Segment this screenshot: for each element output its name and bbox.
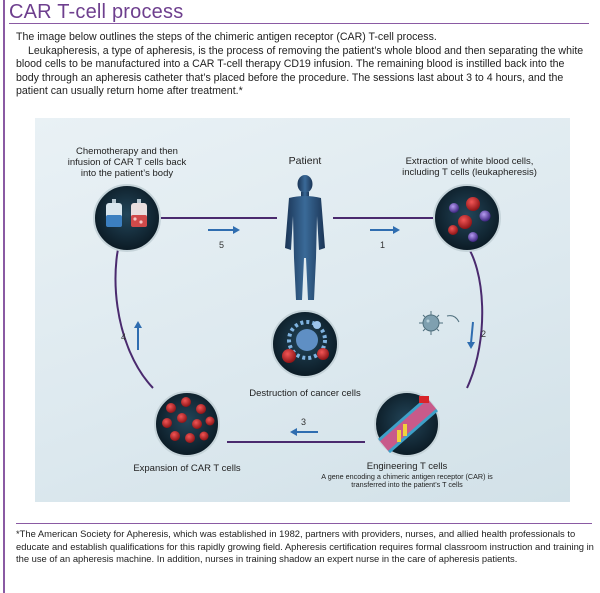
infusion-node [93,184,161,252]
extraction-node [433,184,501,252]
footnote-text: *The American Society for Apheresis, whi… [16,528,594,565]
arrow-5 [208,226,240,234]
step-number-2: 2 [481,329,486,339]
car-t-process-diagram: 5 1 2 3 4 Chemotherapy and then infusion… [35,118,570,502]
step-number-4: 4 [121,332,126,342]
patient-figure [285,175,325,300]
virus-icon [419,311,460,335]
step-arrows [134,226,475,436]
engineering-node [374,391,440,457]
arrow-1 [370,226,400,234]
step-numbers: 5 1 2 3 4 [121,240,486,427]
expansion-label: Expansion of CAR T cells [133,463,241,474]
infusion-label: Chemotherapy and then infusion of CAR T … [67,146,187,179]
destruction-label: Destruction of cancer cells [249,388,361,399]
step-number-5: 5 [219,240,224,250]
step-number-1: 1 [380,240,385,250]
diagram-graphic: 5 1 2 3 4 [93,175,501,457]
arrow-3 [290,428,318,436]
arrow-2 [467,321,475,349]
page-title: CAR T-cell process [9,1,184,23]
footnote-divider [16,523,592,524]
intro-text: The image below outlines the steps of th… [16,31,586,99]
destruction-node [271,310,339,378]
extraction-label: Extraction of white blood cells, includi… [402,156,537,178]
intro-paragraph-1: The image below outlines the steps of th… [16,31,437,43]
arrow-4 [134,321,142,350]
engineering-sublabel: A gene encoding a chimeric antigen recep… [321,472,493,490]
intro-paragraph-2: Leukapheresis, a type of apheresis, is t… [16,44,584,98]
title-divider [9,23,589,24]
patient-label: Patient [288,155,322,167]
engineering-label: Engineering T cells [366,461,448,472]
step-number-3: 3 [301,417,306,427]
expansion-node [154,391,220,457]
iv-bag-icon [106,199,147,227]
left-border [3,0,5,593]
